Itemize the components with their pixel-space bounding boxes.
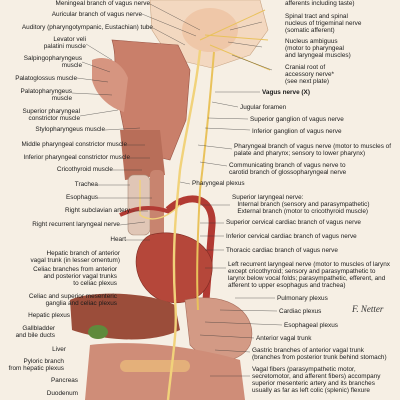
vagus-nerve-right bbox=[166, 49, 202, 400]
leader-lines bbox=[71, 3, 283, 377]
label-cardiac-plexus: Cardiac plexus bbox=[279, 308, 322, 315]
subclavian-artery bbox=[119, 206, 171, 217]
label-jugular-foramen: Jugular foramen bbox=[240, 104, 287, 111]
label-gallbladder: Gallbladder and bile ducts bbox=[15, 325, 55, 339]
palate-muscles bbox=[92, 58, 128, 112]
trachea-shape bbox=[127, 174, 151, 236]
label-liver: Liver bbox=[52, 346, 66, 353]
label-palatopharyngeus: Palatopharyngeus muscle bbox=[20, 88, 72, 102]
label-vagus-nerve: Vagus nerve (X) bbox=[262, 89, 310, 96]
label-auditory-tube: Auditory (pharyngotympanic, Eustachian) … bbox=[21, 24, 153, 31]
label-esophagus: Esophagus bbox=[66, 194, 98, 201]
label-thoracic-cardiac: Thoracic cardiac branch of vagus nerve bbox=[226, 247, 338, 254]
label-cricothyroid: Cricothyroid muscle bbox=[56, 166, 113, 173]
label-stylopharyngeus: Stylopharyngeus muscle bbox=[35, 126, 105, 133]
label-superior-ganglion: Superior ganglion of vagus nerve bbox=[250, 116, 344, 123]
label-salpingopharyngeus: Salpingopharyngeus muscle bbox=[23, 55, 82, 69]
label-nucleus-ambiguus: Nucleus ambiguus (motor to pharyngeal an… bbox=[285, 38, 351, 59]
artist-signature: F. Netter bbox=[351, 304, 384, 314]
label-pyloric-branch: Pyloric branch from hepatic plexus bbox=[8, 358, 64, 372]
label-hepatic-plexus: Hepatic plexus bbox=[28, 312, 70, 319]
label-superior-cervical-cardiac: Superior cervical cardiac branch of vagu… bbox=[226, 219, 361, 226]
label-afferents-taste: afferents including taste) bbox=[285, 0, 355, 7]
label-superior-constrictor: Superior pharyngeal constrictor muscle bbox=[22, 108, 80, 122]
label-inferior-ganglion: Inferior ganglion of vagus nerve bbox=[252, 128, 342, 135]
label-duodenum: Duodenum bbox=[46, 390, 78, 397]
label-right-subclavian: Right subclavian artery bbox=[64, 207, 130, 214]
label-inferior-cervical-cardiac: Inferior cervical cardiac branch of vagu… bbox=[226, 233, 357, 240]
label-spinal-tract: Spinal tract and spinal nucleus of trige… bbox=[285, 13, 362, 34]
label-gastric-branches: Gastric branches of anterior vagal trunk… bbox=[252, 347, 387, 361]
vagus-nerve-left bbox=[196, 51, 215, 311]
label-anterior-vagal-trunk: Anterior vagal trunk bbox=[256, 335, 312, 342]
label-pulmonary-plexus: Pulmonary plexus bbox=[277, 295, 328, 302]
medulla bbox=[182, 8, 238, 52]
label-levator-veli-palatini: Levator veli palatini muscle bbox=[43, 36, 86, 50]
label-celiac-branches: Celiac branches from anterior and poster… bbox=[33, 266, 117, 287]
label-celiac-ganglia: Celiac and superior mesenteric ganglia a… bbox=[28, 293, 117, 307]
label-meningeal-branch: Meningeal branch of vagus nerve bbox=[55, 0, 151, 7]
label-middle-constrictor: Middle pharyngeal constrictor muscle bbox=[21, 141, 128, 148]
label-right-recurrent: Right recurrent laryngeal nerve bbox=[32, 221, 120, 228]
label-left-recurrent: Left recurrent laryngeal nerve (motor to… bbox=[228, 261, 390, 289]
label-pharyngeal-branch: Pharyngeal branch of vagus nerve (motor … bbox=[234, 143, 392, 157]
label-auricular-branch: Auricular branch of vagus nerve bbox=[51, 11, 142, 18]
cranial-nerve-fibers bbox=[199, 9, 271, 71]
label-palatoglossus: Palatoglossus muscle bbox=[15, 75, 77, 82]
label-communicating-branch: Communicating branch of vagus nerve to c… bbox=[229, 162, 347, 176]
pancreas-shape bbox=[120, 360, 190, 372]
label-hepatic-branch: Hepatic branch of anterior vagal trunk (… bbox=[30, 250, 120, 264]
neck-muscles bbox=[120, 130, 165, 180]
label-pancreas: Pancreas bbox=[51, 377, 78, 384]
recurrent-nerve bbox=[139, 180, 181, 220]
label-heart: Heart bbox=[110, 236, 126, 243]
label-pharyngeal-plexus: Pharyngeal plexus bbox=[192, 180, 245, 187]
label-superior-laryngeal: Superior laryngeal nerve: Internal branc… bbox=[232, 194, 370, 215]
label-trachea: Trachea bbox=[74, 181, 98, 188]
label-vagal-fibers: Vagal fibers (parasympathetic motor, sec… bbox=[252, 366, 381, 394]
gallbladder-shape bbox=[88, 325, 108, 339]
label-esophageal-plexus: Esophageal plexus bbox=[284, 322, 339, 329]
label-inferior-constrictor: Inferior pharyngeal constrictor muscle bbox=[23, 154, 130, 161]
label-cranial-root: Cranial root of accessory nerve* (see ne… bbox=[285, 64, 335, 85]
